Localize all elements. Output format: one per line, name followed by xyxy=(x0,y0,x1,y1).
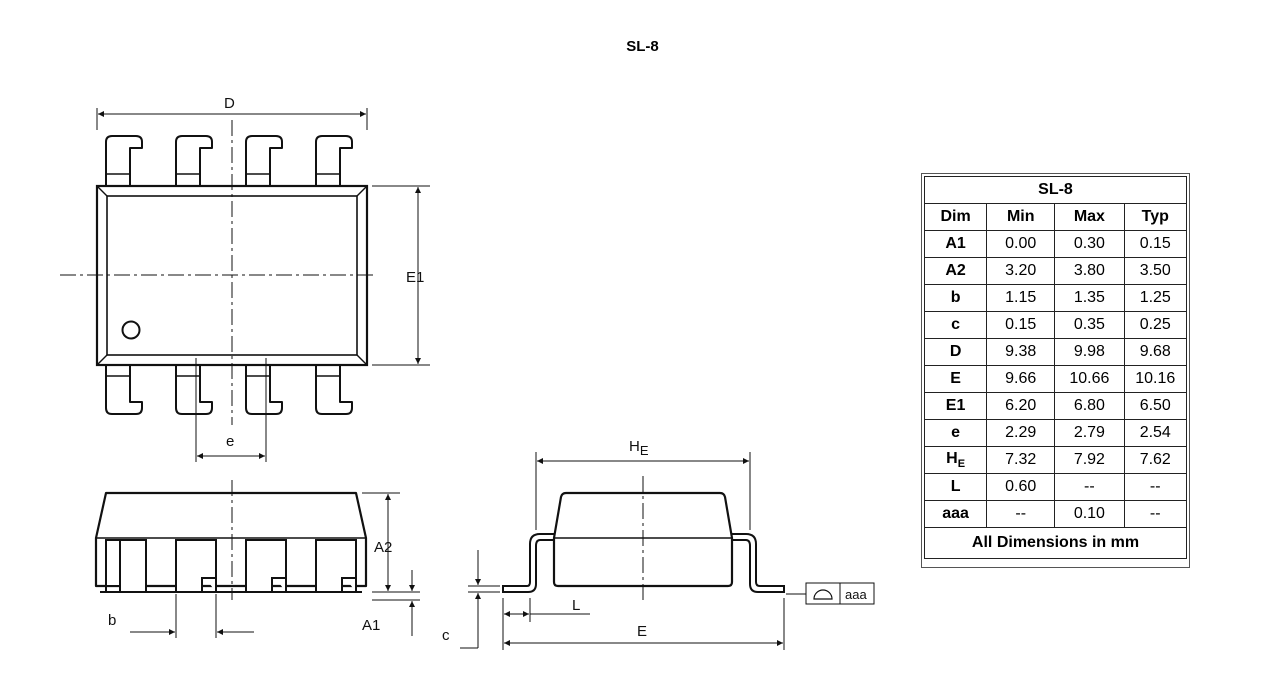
cell-typ: 3.50 xyxy=(1123,257,1188,285)
cell-typ: -- xyxy=(1123,473,1188,501)
cell-dim: c xyxy=(923,311,988,339)
cell-max: 6.80 xyxy=(1054,392,1125,420)
side-view: A2 A1 b xyxy=(94,480,420,638)
cell-dim: aaa xyxy=(923,500,988,528)
col-header: Min xyxy=(986,203,1056,231)
cell-typ: 0.25 xyxy=(1123,311,1188,339)
cell-typ: 10.16 xyxy=(1123,365,1188,393)
table-row: aaa--0.10-- xyxy=(923,500,1188,528)
end-view: HE E L c aaa xyxy=(442,438,875,650)
pin1-marker xyxy=(121,320,141,340)
bottom-lead-row xyxy=(105,363,353,415)
cell-max: 0.10 xyxy=(1054,500,1125,528)
page-title: SL-8 xyxy=(626,38,659,55)
dim-label-b: b xyxy=(108,612,116,629)
cell-min: 0.15 xyxy=(986,311,1056,339)
cell-dim: e xyxy=(923,419,988,447)
dim-label-d: D xyxy=(224,95,235,112)
cell-dim: A1 xyxy=(923,230,988,258)
cell-max: 1.35 xyxy=(1054,284,1125,312)
table-header-row: Dim Min Max Typ xyxy=(923,203,1188,231)
top-view: D E1 e xyxy=(60,95,430,462)
cell-min: 0.00 xyxy=(986,230,1056,258)
dim-label-e: E xyxy=(637,623,647,640)
dim-label-l: L xyxy=(572,597,580,614)
cell-max: 0.35 xyxy=(1054,311,1125,339)
cell-dim: A2 xyxy=(923,257,988,285)
cell-min: 1.15 xyxy=(986,284,1056,312)
dim-label-e-pitch: e xyxy=(226,433,234,450)
table-frame xyxy=(921,173,1190,568)
cell-dim: L xyxy=(923,473,988,501)
cell-typ: 0.15 xyxy=(1123,230,1188,258)
cell-min: 7.32 xyxy=(986,446,1056,474)
dim-label-a1: A1 xyxy=(362,617,380,634)
table-title: SL-8 xyxy=(924,176,1187,204)
cell-dim: HE xyxy=(923,446,988,474)
cell-min: 9.66 xyxy=(986,365,1056,393)
cell-dim: D xyxy=(923,338,988,366)
cell-dim: E xyxy=(923,365,988,393)
top-lead-row xyxy=(105,135,353,187)
col-header: Typ xyxy=(1123,203,1188,231)
col-header: Max xyxy=(1054,203,1125,231)
table-footer-row: All Dimensions in mm xyxy=(924,527,1187,559)
cell-max: 10.66 xyxy=(1054,365,1125,393)
dim-label-c: c xyxy=(442,627,450,644)
cell-max: 0.30 xyxy=(1054,230,1125,258)
cell-typ: 6.50 xyxy=(1123,392,1188,420)
col-header: Dim xyxy=(923,203,988,231)
flatness-symbol-icon xyxy=(813,589,833,600)
cell-min: -- xyxy=(986,500,1056,528)
cell-min: 3.20 xyxy=(986,257,1056,285)
cell-typ: 1.25 xyxy=(1123,284,1188,312)
cell-min: 6.20 xyxy=(986,392,1056,420)
dim-label-he: HE xyxy=(629,438,649,458)
flatness-value: aaa xyxy=(845,587,867,602)
cell-max: -- xyxy=(1054,473,1125,501)
cell-max: 2.79 xyxy=(1054,419,1125,447)
cell-max: 7.92 xyxy=(1054,446,1125,474)
cell-dim: E1 xyxy=(923,392,988,420)
cell-typ: -- xyxy=(1123,500,1188,528)
cell-dim: b xyxy=(923,284,988,312)
dim-label-e1: E1 xyxy=(406,269,424,286)
cell-max: 9.98 xyxy=(1054,338,1125,366)
cell-max: 3.80 xyxy=(1054,257,1125,285)
table-footer: All Dimensions in mm xyxy=(924,527,1187,559)
cell-typ: 2.54 xyxy=(1123,419,1188,447)
cell-min: 9.38 xyxy=(986,338,1056,366)
cell-min: 0.60 xyxy=(986,473,1056,501)
dim-label-a2: A2 xyxy=(374,539,392,556)
cell-min: 2.29 xyxy=(986,419,1056,447)
cell-typ: 9.68 xyxy=(1123,338,1188,366)
cell-typ: 7.62 xyxy=(1123,446,1188,474)
